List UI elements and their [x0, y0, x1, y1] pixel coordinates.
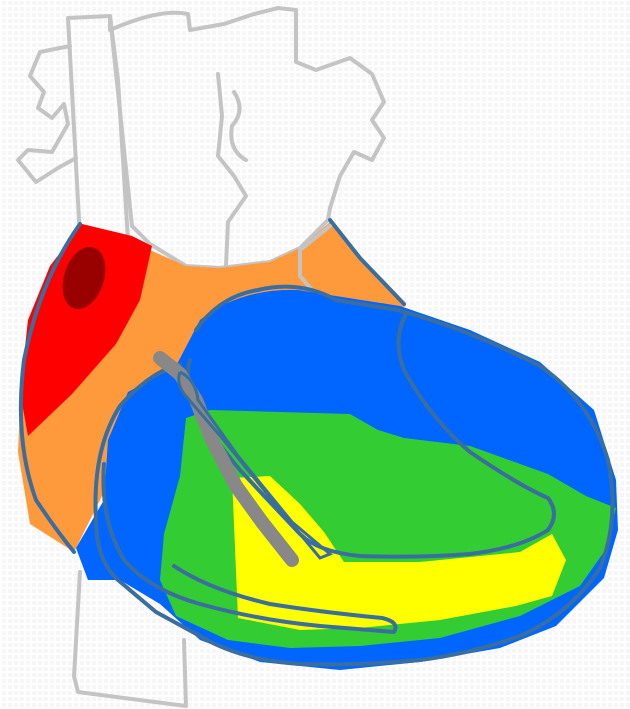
pulmonary-trunk-inner: [231, 92, 246, 160]
pulmonary-artery-left: [18, 46, 76, 182]
pulmonary-trunk-outline: [218, 74, 246, 266]
superior-vena-cava: [68, 16, 128, 240]
aorta-outline: [110, 8, 384, 268]
